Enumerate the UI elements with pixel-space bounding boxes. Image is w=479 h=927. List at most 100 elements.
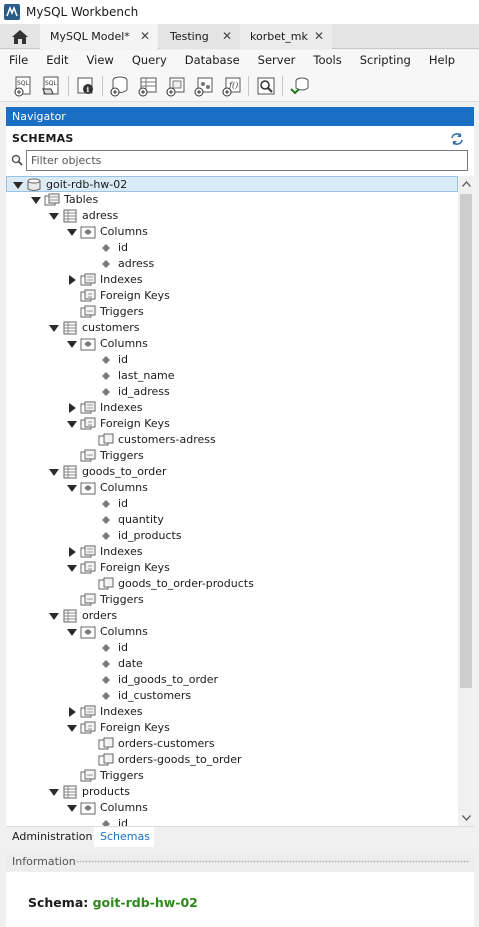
toolbar-separator [68, 76, 69, 96]
tree-item[interactable]: Triggers [6, 592, 458, 608]
menu-edit[interactable]: Edit [46, 53, 69, 67]
tree-item[interactable]: Columns [6, 624, 458, 640]
tree-item[interactable]: id_goods_to_order [6, 672, 458, 688]
expanded-triangle-icon[interactable] [67, 483, 77, 493]
collapsed-triangle-icon[interactable] [67, 275, 77, 285]
expanded-triangle-icon[interactable] [67, 563, 77, 573]
tree-item[interactable]: goods_to_order-products [6, 576, 458, 592]
scroll-thumb[interactable] [460, 194, 472, 688]
collapsed-triangle-icon[interactable] [67, 403, 77, 413]
menu-server[interactable]: Server [257, 53, 296, 67]
expanded-triangle-icon[interactable] [67, 627, 77, 637]
filter-objects-input[interactable] [26, 150, 468, 171]
tree-item[interactable]: Tables [6, 192, 458, 208]
tab-administration[interactable]: Administration [12, 830, 93, 843]
search-table-data-icon[interactable] [255, 75, 277, 97]
menu-help[interactable]: Help [428, 53, 456, 67]
new-sql-tab-icon[interactable]: SQL [13, 75, 35, 97]
tree-item[interactable]: Indexes [6, 272, 458, 288]
tree-item[interactable]: goit-rdb-hw-02 [6, 176, 458, 192]
tree-item[interactable]: Triggers [6, 448, 458, 464]
refresh-icon[interactable] [450, 132, 464, 146]
tree-item[interactable]: orders [6, 608, 458, 624]
close-tab-icon[interactable]: ✕ [221, 29, 232, 43]
scroll-down-button[interactable] [458, 810, 474, 826]
menu-tools[interactable]: Tools [313, 53, 342, 67]
tree-item[interactable]: id_products [6, 528, 458, 544]
tree-item[interactable]: id [6, 640, 458, 656]
tree-item[interactable]: Triggers [6, 768, 458, 784]
menu-scripting[interactable]: Scripting [359, 53, 411, 67]
tree-item[interactable]: id_adress [6, 384, 458, 400]
tree-item[interactable]: adress [6, 256, 458, 272]
tab-mysql-model[interactable]: MySQL Model* ✕ [40, 24, 158, 49]
tree-item[interactable]: id_customers [6, 688, 458, 704]
tree-item[interactable]: customers-adress [6, 432, 458, 448]
tree-scrollbar[interactable] [458, 176, 474, 826]
tree-item[interactable]: products [6, 784, 458, 800]
expanded-triangle-icon[interactable] [49, 611, 59, 621]
menu-query[interactable]: Query [131, 53, 167, 67]
tree-item[interactable]: Foreign Keys [6, 720, 458, 736]
expanded-triangle-icon[interactable] [67, 723, 77, 733]
collapsed-triangle-icon[interactable] [67, 707, 77, 717]
tree-item[interactable]: Triggers [6, 304, 458, 320]
reconnect-icon[interactable] [289, 75, 311, 97]
expanded-triangle-icon[interactable] [67, 419, 77, 429]
tree-item[interactable]: goods_to_order [6, 464, 458, 480]
create-table-icon[interactable] [137, 75, 159, 97]
tree-item[interactable]: last_name [6, 368, 458, 384]
tree-item[interactable]: Columns [6, 480, 458, 496]
tree-item[interactable]: quantity [6, 512, 458, 528]
create-procedure-icon[interactable] [193, 75, 215, 97]
expanded-triangle-icon[interactable] [49, 211, 59, 221]
tree-item[interactable]: orders-goods_to_order [6, 752, 458, 768]
tree-item[interactable]: Columns [6, 800, 458, 816]
scroll-up-button[interactable] [458, 176, 474, 192]
create-view-icon[interactable] [165, 75, 187, 97]
collapsed-triangle-icon[interactable] [67, 547, 77, 557]
tree-item[interactable]: adress [6, 208, 458, 224]
tree-item-label: id_customers [118, 689, 192, 702]
tree-item[interactable]: date [6, 656, 458, 672]
menu-view[interactable]: View [86, 53, 114, 67]
expanded-triangle-icon[interactable] [67, 339, 77, 349]
tab-testing[interactable]: Testing ✕ [160, 24, 240, 49]
tree-item[interactable]: id [6, 816, 458, 826]
expanded-triangle-icon[interactable] [49, 787, 59, 797]
tree-item[interactable]: customers [6, 320, 458, 336]
expanded-triangle-icon[interactable] [31, 195, 41, 205]
toolbar-separator [248, 76, 249, 96]
create-schema-icon[interactable] [109, 75, 131, 97]
tree-item[interactable]: id [6, 240, 458, 256]
tree-item[interactable]: Columns [6, 336, 458, 352]
tree-item[interactable]: orders-customers [6, 736, 458, 752]
expanded-triangle-icon[interactable] [49, 467, 59, 477]
open-sql-script-icon[interactable]: SQL [41, 75, 63, 97]
tree-item[interactable]: id [6, 496, 458, 512]
home-tab[interactable] [0, 24, 40, 49]
tree-item[interactable]: Foreign Keys [6, 416, 458, 432]
tree-item-label: Indexes [100, 273, 143, 286]
tree-item[interactable]: Indexes [6, 400, 458, 416]
close-tab-icon[interactable]: ✕ [139, 29, 150, 43]
tab-korbet-mk[interactable]: korbet_mk ✕ [240, 24, 332, 49]
create-function-icon[interactable]: f() [221, 75, 243, 97]
tree-item[interactable]: Indexes [6, 544, 458, 560]
column-icon [102, 372, 110, 380]
expanded-triangle-icon[interactable] [13, 180, 23, 190]
tree-item-label: Indexes [100, 401, 143, 414]
expanded-triangle-icon[interactable] [67, 803, 77, 813]
tab-schemas[interactable]: Schemas [94, 827, 154, 847]
expanded-triangle-icon[interactable] [49, 323, 59, 333]
menu-file[interactable]: File [9, 53, 29, 67]
inspector-icon[interactable]: i [75, 75, 97, 97]
expanded-triangle-icon[interactable] [67, 227, 77, 237]
menu-database[interactable]: Database [184, 53, 240, 67]
tree-item[interactable]: id [6, 352, 458, 368]
tree-item[interactable]: Columns [6, 224, 458, 240]
tree-item[interactable]: Foreign Keys [6, 288, 458, 304]
close-tab-icon[interactable]: ✕ [313, 29, 324, 43]
tree-item[interactable]: Foreign Keys [6, 560, 458, 576]
tree-item[interactable]: Indexes [6, 704, 458, 720]
